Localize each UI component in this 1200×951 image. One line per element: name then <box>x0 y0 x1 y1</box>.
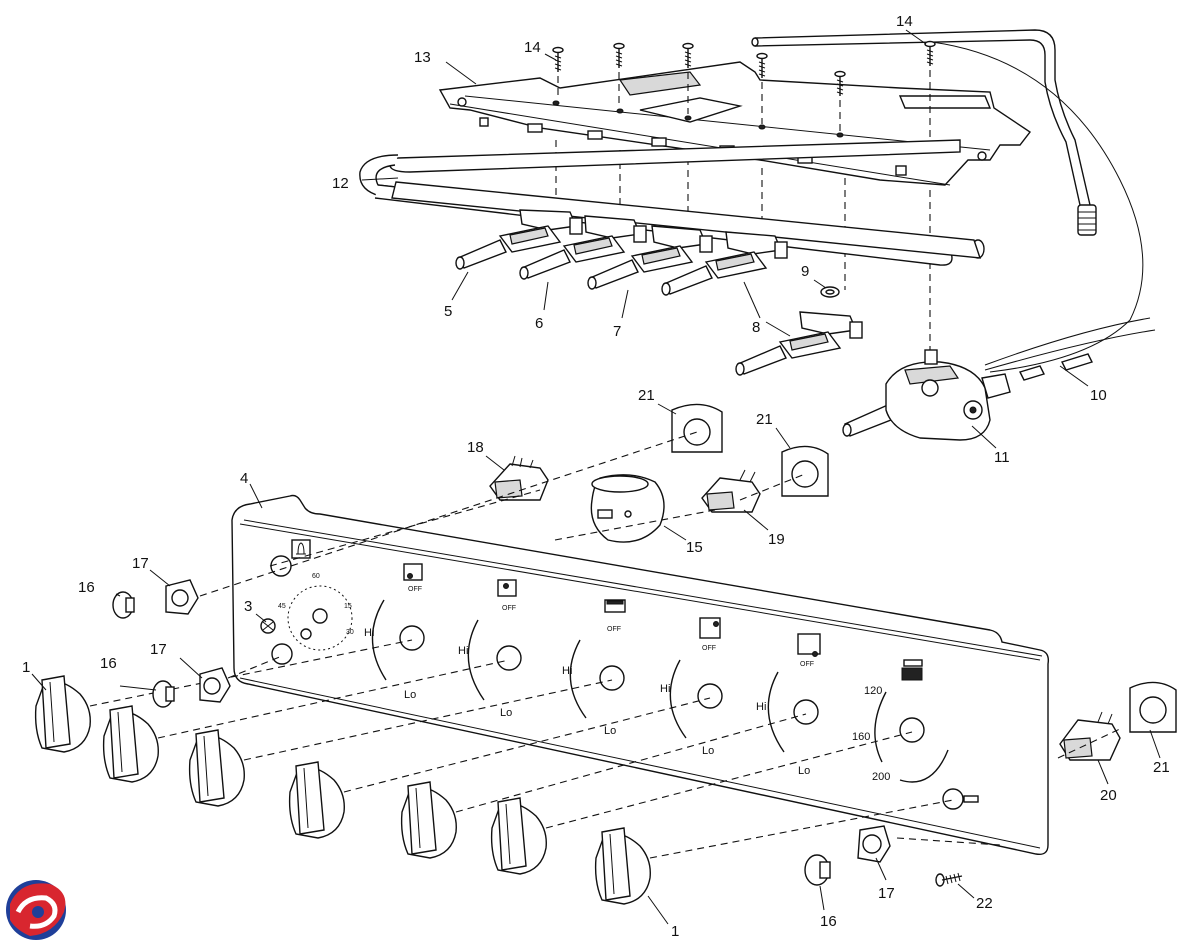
logo-center <box>32 906 44 918</box>
gas-tap-8-upper <box>661 231 788 296</box>
callout-18: 18 <box>467 439 484 456</box>
control-panel <box>231 494 1050 855</box>
svg-text:Lo: Lo <box>702 745 714 757</box>
callout-22: 22 <box>976 895 993 912</box>
callout-17: 17 <box>150 641 167 658</box>
svg-text:OFF: OFF <box>502 605 516 612</box>
callout-8: 8 <box>752 319 760 336</box>
callout-4: 4 <box>240 470 248 487</box>
control-knobs <box>34 675 651 905</box>
svg-text:OFF: OFF <box>800 661 814 668</box>
support-rod <box>359 139 985 266</box>
svg-text:Lo: Lo <box>404 689 416 701</box>
callout-13: 13 <box>414 49 431 66</box>
svg-text:160: 160 <box>852 731 870 743</box>
callout-3: 3 <box>244 598 252 615</box>
svg-text:OFF: OFF <box>408 586 422 593</box>
screw-14-c <box>682 42 694 68</box>
leader-lines <box>31 29 1161 925</box>
callout-1: 1 <box>22 659 30 676</box>
svg-text:Hi: Hi <box>660 683 670 695</box>
callout-16: 16 <box>820 913 837 930</box>
push-buttons-16 <box>112 591 831 886</box>
screw-3 <box>260 618 312 640</box>
svg-text:Hi: Hi <box>562 665 572 677</box>
timer-label-45: 45 <box>278 603 286 610</box>
bezel-21-a <box>671 403 723 453</box>
callout-1: 1 <box>671 923 679 940</box>
callout-16: 16 <box>78 579 95 596</box>
callout-16: 16 <box>100 655 117 672</box>
logo-white-swirl <box>15 895 58 929</box>
knob-5 <box>400 781 457 859</box>
callout-7: 7 <box>613 323 621 340</box>
svg-text:Hi: Hi <box>458 645 468 657</box>
callout-19: 19 <box>768 531 785 548</box>
svg-text:OFF: OFF <box>607 626 621 633</box>
knob-4 <box>288 761 345 839</box>
callout-5: 5 <box>444 303 452 320</box>
panel-markings: 60 45 15 30 Hi Lo OFF Hi Lo OFF Hi Lo OF… <box>270 539 979 810</box>
knob-7 <box>594 827 651 905</box>
svg-text:OFF: OFF <box>702 645 716 652</box>
switch-18 <box>489 455 549 501</box>
svg-text:Lo: Lo <box>798 765 810 777</box>
callout-10: 10 <box>1090 387 1107 404</box>
switch-19 <box>701 469 761 513</box>
callout-6: 6 <box>535 315 543 332</box>
callout-17: 17 <box>132 555 149 572</box>
knob-2 <box>102 705 159 783</box>
gas-supply-pipe <box>751 29 1097 236</box>
assembly-guides-top <box>555 70 931 355</box>
button-housings-17 <box>165 579 891 863</box>
oven-thermostat-valve <box>842 349 1093 441</box>
thermocouple-wire <box>931 41 1156 373</box>
gas-tap-7 <box>587 225 713 290</box>
screw-14-e <box>834 70 846 96</box>
callout-9: 9 <box>801 263 809 280</box>
knob-1 <box>34 675 91 753</box>
svg-text:Lo: Lo <box>604 725 616 737</box>
callout-14: 14 <box>524 39 541 56</box>
screw-22 <box>935 872 963 887</box>
svg-text:200: 200 <box>872 771 890 783</box>
svg-text:120: 120 <box>864 685 882 697</box>
callout-15: 15 <box>686 539 703 556</box>
callout-21: 21 <box>756 411 773 428</box>
screw-14-f <box>924 40 936 66</box>
screw-14-b <box>613 42 625 68</box>
timer-label-15: 15 <box>344 603 352 610</box>
gas-tap-8-lower <box>735 311 863 376</box>
bezel-21-b <box>781 445 829 497</box>
svg-text:Lo: Lo <box>500 707 512 719</box>
knob-3 <box>188 729 245 807</box>
knob-6 <box>490 797 547 875</box>
callout-numbers: 1 1 3 4 5 6 7 8 9 10 11 12 13 14 14 15 1… <box>22 13 1170 940</box>
svg-text:Hi: Hi <box>756 701 766 713</box>
brand-logo <box>6 880 66 940</box>
timer-label-30: 30 <box>346 629 354 636</box>
gas-taps <box>455 209 863 376</box>
screws <box>552 40 936 96</box>
screw-14-a <box>552 46 564 72</box>
callout-20: 20 <box>1100 787 1117 804</box>
bezel-21-c <box>1129 681 1177 733</box>
gas-tap-5 <box>455 209 583 270</box>
screw-14-d <box>756 52 768 78</box>
callout-21: 21 <box>1153 759 1170 776</box>
callout-17: 17 <box>878 885 895 902</box>
callout-11: 11 <box>994 449 1010 466</box>
timer-label-60: 60 <box>312 573 320 580</box>
timer-15 <box>590 474 665 543</box>
assembly-guides-knobs <box>89 431 1123 859</box>
callout-21: 21 <box>638 387 655 404</box>
gas-tap-6 <box>519 215 647 280</box>
callout-12: 12 <box>332 175 349 192</box>
svg-text:Hi: Hi <box>364 627 374 639</box>
callout-14: 14 <box>896 13 913 30</box>
